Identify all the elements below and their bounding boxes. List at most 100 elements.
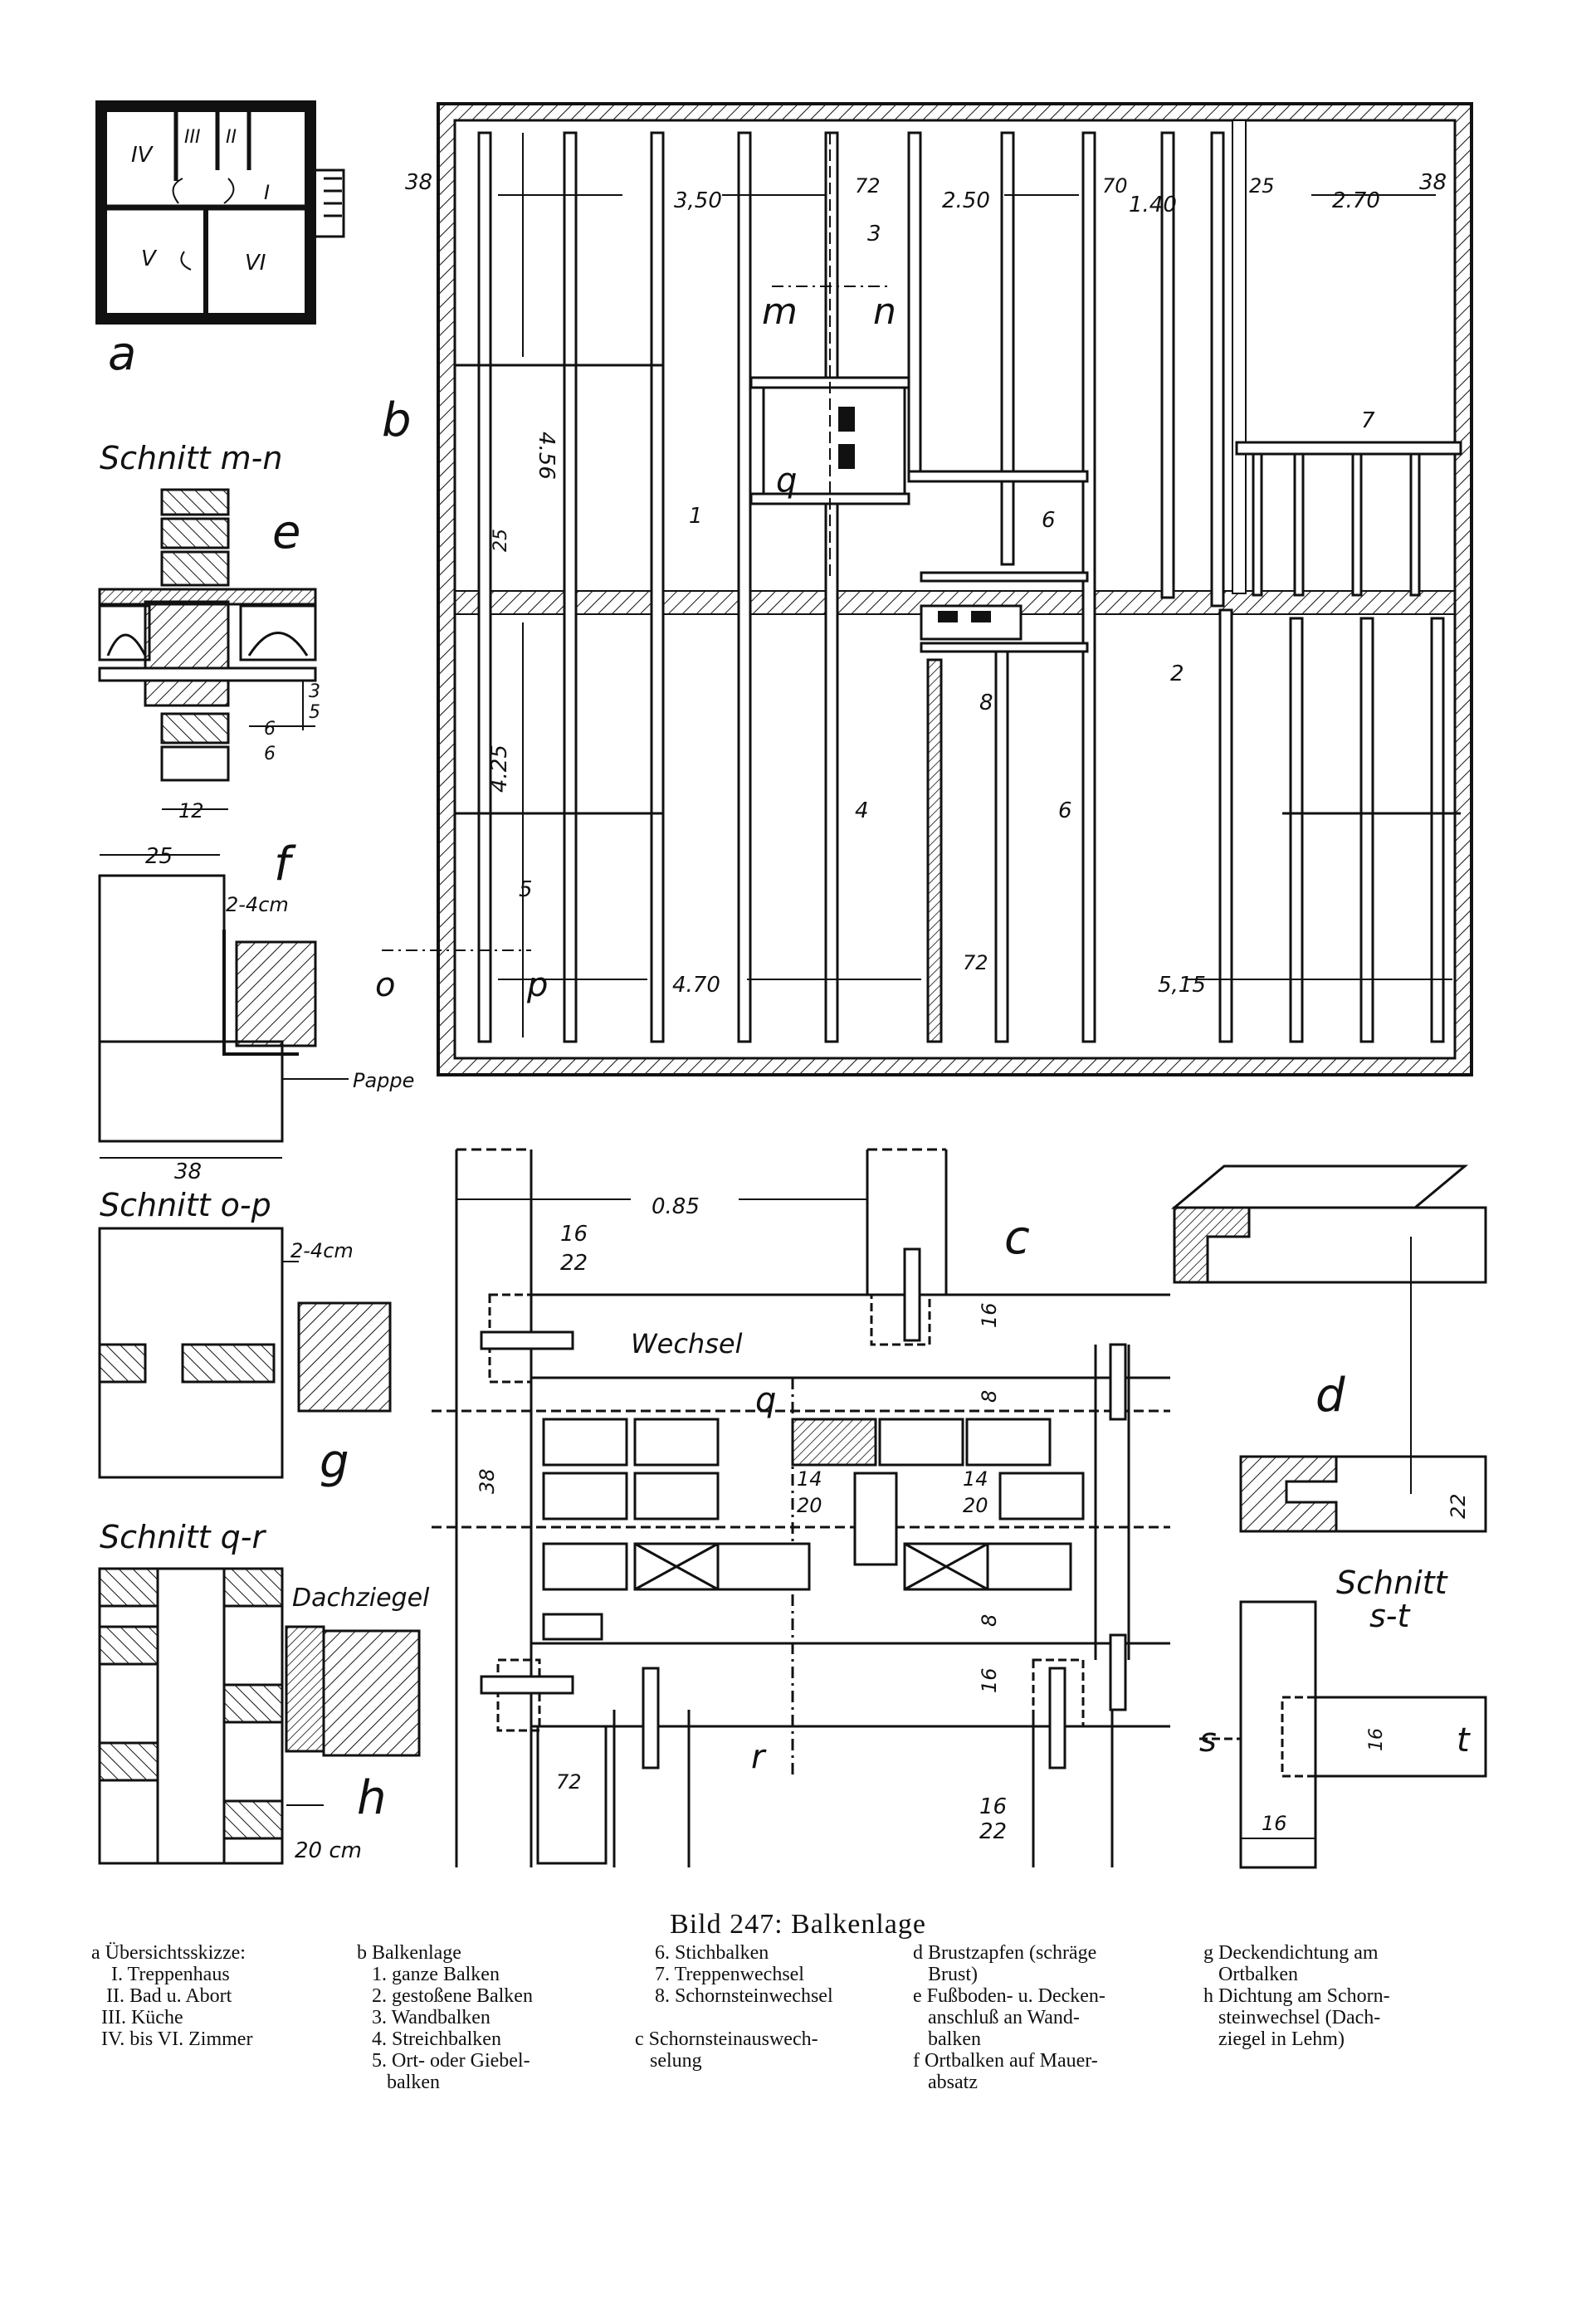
label-a: a	[108, 327, 136, 381]
plan-dim: 38	[405, 170, 432, 195]
plan-dim: 4.56	[534, 432, 559, 480]
dachziegel-label: Dachziegel	[292, 1584, 430, 1613]
cut-letter: n	[873, 290, 896, 333]
detail-c-dim: 38	[476, 1468, 499, 1494]
plan-number: 7	[1361, 408, 1375, 433]
section-e-dim: 3	[309, 681, 320, 702]
section-g-dim: 2-4cm	[290, 1239, 354, 1262]
plan-dim: 4.25	[487, 744, 512, 793]
plan-number: 5	[519, 877, 533, 902]
plan-ties	[455, 364, 1461, 815]
detail-c-dim: 16	[978, 1667, 1001, 1693]
room-label: VI	[245, 251, 266, 276]
pappe-label: Pappe	[353, 1069, 414, 1092]
room-label: V	[141, 247, 158, 271]
plan-dim: 2.70	[1332, 188, 1380, 213]
cut-letter: m	[762, 290, 798, 333]
section-f	[98, 854, 349, 1159]
room-label: III	[184, 127, 200, 148]
plan-dim: 4.70	[672, 973, 720, 998]
section-f-dim: 38	[174, 1159, 202, 1184]
detail-c-dim: 20	[963, 1494, 988, 1517]
room-label: IV	[131, 143, 154, 168]
wechsel-label: Wechsel	[631, 1328, 743, 1359]
st-dim: 16	[1366, 1728, 1387, 1751]
detail-c-dim: 20	[797, 1494, 822, 1517]
section-h	[98, 1567, 421, 1865]
cut-title-mn: Schnitt m-n	[100, 440, 282, 476]
label-d: d	[1315, 1369, 1345, 1423]
plan-dim: 38	[1419, 170, 1447, 195]
plan-dim: 3,50	[674, 188, 722, 213]
cut-title-st-1: Schnitt	[1336, 1564, 1449, 1601]
plan-dim: 72	[963, 951, 988, 974]
plan-dim: 1.40	[1129, 193, 1177, 217]
section-f-dim: 2-4cm	[226, 893, 289, 916]
plan-dim: 70	[1102, 174, 1128, 198]
detail-d	[1170, 1164, 1487, 1533]
legend-column-2: b Balkenlage 1. ganze Balken 2. gestoßen…	[357, 1942, 533, 2093]
plan-number: 3	[867, 222, 881, 247]
plan-dim: 2.50	[942, 188, 990, 213]
detail-c-bricks	[542, 1418, 1085, 1641]
detail-c-dim: 14	[797, 1467, 822, 1491]
section-e-dim: 5	[309, 702, 320, 723]
legend-column-5: g Deckendichtung am Ortbalken h Dichtung…	[1203, 1942, 1390, 2050]
section-e-dim: 12	[178, 799, 204, 823]
chimney	[838, 407, 991, 622]
plan-dim-lines	[382, 133, 1452, 1037]
detail-c-dim: 72	[556, 1770, 582, 1794]
cut-title-qr: Schnitt q-r	[100, 1519, 266, 1555]
label-g: g	[320, 1435, 349, 1489]
detail-c-dim: 22	[979, 1819, 1007, 1844]
cut-letter: q	[755, 1381, 776, 1419]
cut-letter: o	[375, 966, 395, 1004]
detail-c-dim: 0.85	[652, 1194, 700, 1219]
section-f-dim: 25	[145, 844, 173, 869]
st-letter: s	[1199, 1721, 1217, 1760]
section-h-dim: 20 cm	[295, 1838, 362, 1863]
plan-dim: 72	[855, 174, 881, 198]
plan-number: 8	[979, 691, 993, 715]
detail-c-dim: 16	[978, 1302, 1001, 1328]
plan-beams	[477, 131, 1445, 1043]
figure-caption-title: Bild 247: Balkenlage	[670, 1909, 926, 1940]
plan-number: 4	[855, 798, 869, 823]
section-e-dim: 6	[264, 719, 276, 740]
label-c: c	[1004, 1211, 1030, 1265]
st-letter: t	[1457, 1721, 1471, 1760]
st-dim: 16	[1262, 1812, 1287, 1835]
cut-letter: p	[526, 966, 548, 1004]
detail-c-dim: 16	[560, 1222, 588, 1247]
cut-letter: r	[751, 1738, 767, 1776]
overview-sketch	[95, 100, 345, 325]
plan-number: 6	[1058, 798, 1072, 823]
section-st	[1199, 1600, 1487, 1869]
legend-column-4: d Brustzapfen (schräge Brust) e Fußboden…	[913, 1942, 1105, 2093]
room-label: II	[226, 127, 237, 148]
section-g	[98, 1227, 392, 1479]
room-label: I	[264, 181, 270, 204]
plan-dim: 25	[1249, 174, 1275, 198]
plan-dim: 5,15	[1158, 973, 1206, 998]
label-b: b	[382, 393, 412, 447]
label-h: h	[357, 1771, 387, 1825]
plan-dim: 25	[491, 529, 511, 552]
plan-number: 1	[689, 504, 703, 529]
label-e: e	[272, 505, 300, 559]
detail-c-dim: 8	[978, 1390, 1001, 1403]
legend-column-3: 6. Stichbalken 7. Treppenwechsel 8. Scho…	[635, 1942, 833, 2072]
detail-c-dim: 22	[560, 1251, 588, 1276]
detail-c	[432, 1148, 1170, 1867]
cut-title-st-2: s-t	[1369, 1598, 1412, 1634]
cut-letter: q	[776, 461, 797, 500]
detail-c-dim: 16	[979, 1794, 1007, 1819]
plan-walls	[437, 102, 1473, 1076]
legend-column-1: a Übersichtsskizze: I. Treppenhaus II. B…	[91, 1942, 253, 2050]
section-e	[98, 488, 317, 810]
label-f: f	[274, 837, 296, 891]
detail-c-dim: 14	[963, 1467, 988, 1491]
detail-c-dim: 8	[978, 1614, 1001, 1627]
section-e-dim: 6	[264, 744, 276, 764]
